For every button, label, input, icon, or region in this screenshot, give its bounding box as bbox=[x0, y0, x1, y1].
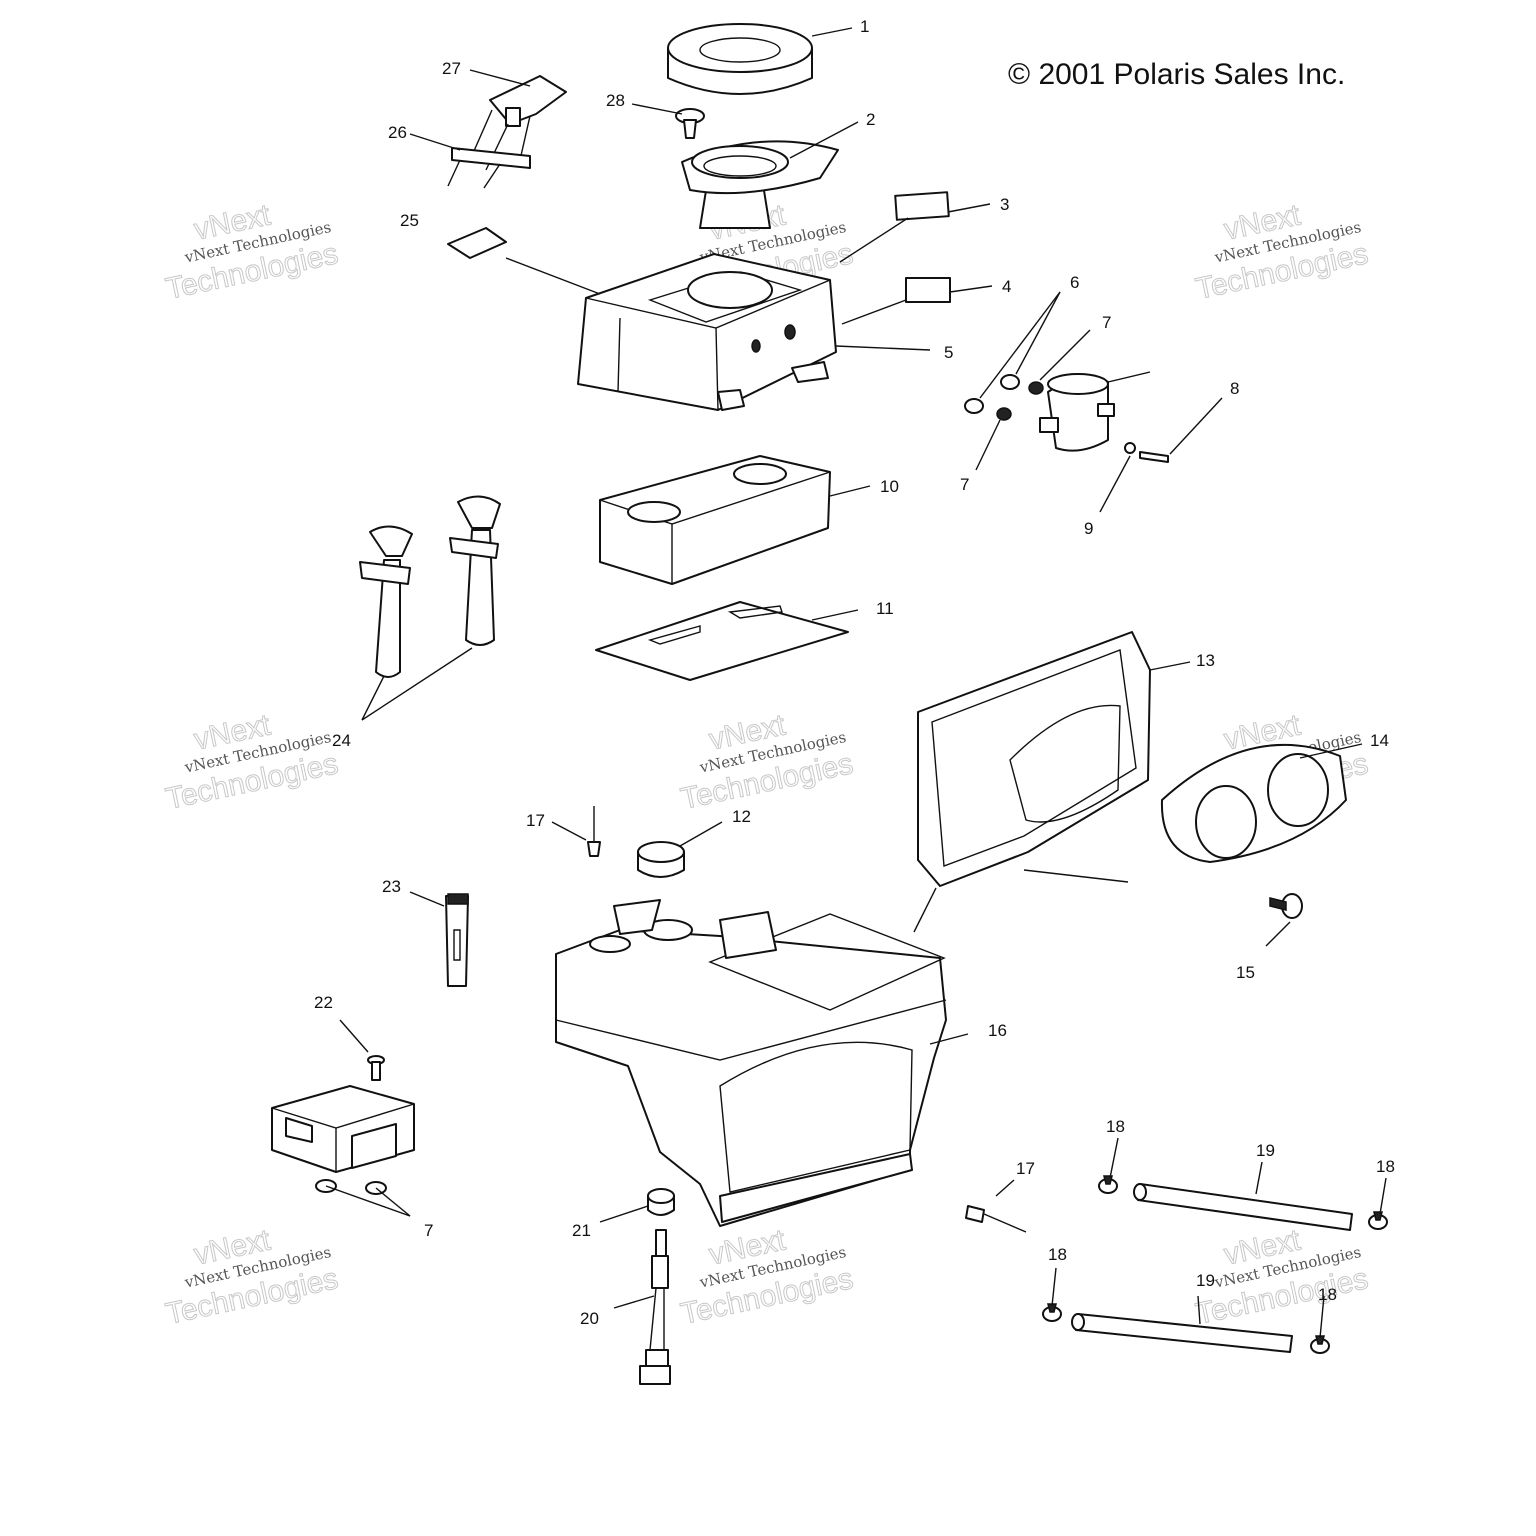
callout-5: 5 bbox=[944, 343, 953, 362]
watermark-bottom-left: vNext vNext Technologies Technologies bbox=[162, 1223, 341, 1332]
callout-21: 21 bbox=[572, 1221, 591, 1240]
hose-19a bbox=[1133, 1183, 1353, 1231]
callout-14: 14 bbox=[1370, 731, 1389, 750]
callout-labels: 1 2 3 4 5 6 7 7 7 8 9 10 11 12 13 14 15 … bbox=[314, 17, 1395, 1328]
intake-adapter bbox=[1160, 743, 1347, 863]
callout-16: 16 bbox=[988, 1021, 1007, 1040]
callout-13: 13 bbox=[1196, 651, 1215, 670]
callout-18-d: 18 bbox=[1318, 1285, 1337, 1304]
bolt-8 bbox=[1139, 451, 1169, 463]
callout-27: 27 bbox=[442, 59, 461, 78]
callout-26: 26 bbox=[388, 123, 407, 142]
bolt-15 bbox=[1269, 893, 1303, 919]
airbox-base bbox=[555, 899, 947, 1227]
airbox-cover bbox=[577, 253, 837, 411]
latch-strap bbox=[445, 893, 469, 987]
callout-12: 12 bbox=[732, 807, 751, 826]
sensor-bracket bbox=[447, 147, 531, 189]
drain-grommet bbox=[647, 1188, 675, 1216]
clamp-18d bbox=[1310, 1335, 1330, 1354]
callout-7-top: 7 bbox=[1102, 313, 1111, 332]
grommet-6a bbox=[1000, 374, 1020, 390]
rivet-17b bbox=[965, 1205, 1027, 1233]
watermark-mid-center: vNext vNext Technologies Technologies bbox=[677, 708, 856, 817]
ignition-coil bbox=[1039, 371, 1151, 452]
velocity-stack-left bbox=[359, 525, 413, 678]
decal-3 bbox=[894, 191, 950, 221]
air-filter bbox=[599, 455, 831, 585]
callout-6: 6 bbox=[1070, 273, 1079, 292]
intake-boot bbox=[681, 140, 839, 229]
washer-7a bbox=[1028, 381, 1044, 395]
velocity-stack-right bbox=[449, 495, 501, 646]
callout-4: 4 bbox=[1002, 277, 1011, 296]
watermark-mid-left: vNext vNext Technologies Technologies bbox=[162, 708, 341, 817]
leader-lines bbox=[325, 27, 1387, 1339]
rivet-17a bbox=[587, 806, 601, 857]
callout-2: 2 bbox=[866, 110, 875, 129]
filler-cap bbox=[637, 841, 685, 878]
clamp-18b bbox=[1368, 1211, 1388, 1230]
callout-18-b: 18 bbox=[1376, 1157, 1395, 1176]
callout-17-bottom: 17 bbox=[1016, 1159, 1035, 1178]
callout-22: 22 bbox=[314, 993, 333, 1012]
callout-20: 20 bbox=[580, 1309, 599, 1328]
decal-4 bbox=[905, 277, 951, 303]
grommet-6b bbox=[964, 398, 984, 414]
airbox-lid bbox=[917, 631, 1151, 887]
decal-25 bbox=[447, 227, 507, 259]
copyright-notice: © 2001 Polaris Sales Inc. bbox=[1008, 58, 1345, 91]
drain-sensor bbox=[639, 1229, 671, 1385]
callout-25: 25 bbox=[400, 211, 419, 230]
callout-19-a: 19 bbox=[1256, 1141, 1275, 1160]
control-module bbox=[271, 1085, 415, 1173]
callout-7-bottom: 7 bbox=[424, 1221, 433, 1240]
callout-18-c: 18 bbox=[1048, 1245, 1067, 1264]
push-rivet bbox=[675, 108, 705, 139]
hose-19b bbox=[1071, 1313, 1293, 1353]
washer-9 bbox=[1124, 442, 1136, 454]
callout-7-mid: 7 bbox=[960, 475, 969, 494]
callout-19-b: 19 bbox=[1196, 1271, 1215, 1290]
callout-18-a: 18 bbox=[1106, 1117, 1125, 1136]
foam-ring bbox=[667, 23, 813, 95]
callout-1: 1 bbox=[860, 17, 869, 36]
watermark-bottom-center: vNext vNext Technologies Technologies bbox=[677, 1223, 856, 1332]
callout-15: 15 bbox=[1236, 963, 1255, 982]
callout-3: 3 bbox=[1000, 195, 1009, 214]
clamp-18c bbox=[1042, 1303, 1062, 1322]
filter-base-plate bbox=[595, 601, 849, 681]
callout-28: 28 bbox=[606, 91, 625, 110]
callout-9: 9 bbox=[1084, 519, 1093, 538]
watermark-top-left: vNext vNext Technologies Technologies bbox=[162, 198, 341, 307]
callout-24: 24 bbox=[332, 731, 351, 750]
washer-7b bbox=[996, 407, 1012, 421]
clamp-18a bbox=[1098, 1175, 1118, 1194]
callout-11: 11 bbox=[876, 599, 894, 618]
callout-17-top: 17 bbox=[526, 811, 545, 830]
screw-22 bbox=[367, 1055, 385, 1081]
callout-10: 10 bbox=[880, 477, 899, 496]
callout-8: 8 bbox=[1230, 379, 1239, 398]
watermark-top-right: vNext vNext Technologies Technologies bbox=[1192, 198, 1371, 307]
callout-23: 23 bbox=[382, 877, 401, 896]
